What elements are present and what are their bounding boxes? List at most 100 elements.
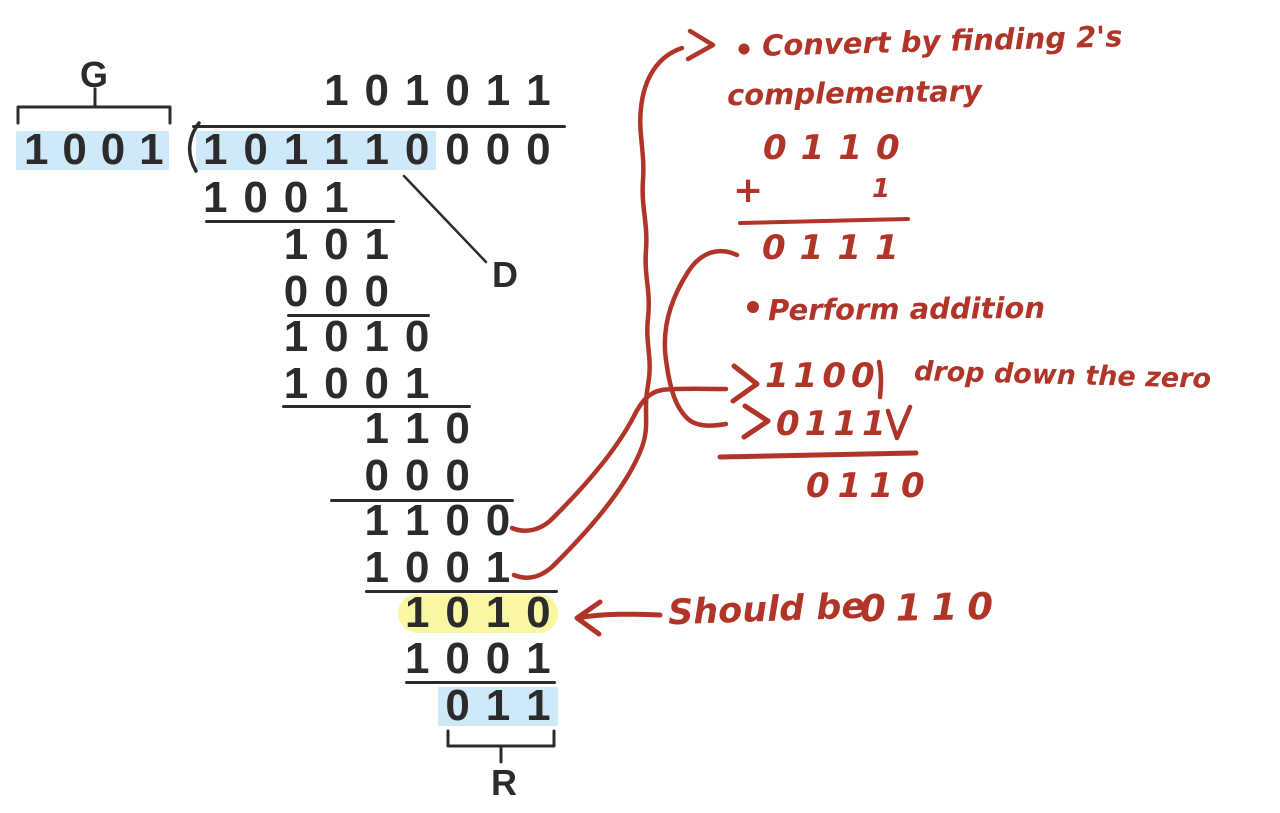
digit: 0	[324, 312, 349, 361]
digit: 1	[324, 125, 349, 174]
division-rule-6	[405, 681, 556, 684]
note-addition-row2: 0111	[776, 404, 891, 444]
digit: 0	[283, 173, 309, 222]
digit: 0	[485, 496, 511, 545]
digit: 0	[404, 543, 430, 592]
remainder-brace	[446, 729, 556, 764]
digit: 0	[445, 681, 470, 730]
digit: 1	[202, 125, 228, 174]
note-should-be-value: 0110	[859, 584, 1004, 631]
digit: 1	[139, 125, 164, 174]
digit: 0	[100, 125, 126, 174]
digit: 1	[404, 359, 430, 408]
digit: 1	[324, 66, 349, 115]
digit: 0	[526, 125, 551, 174]
perform-bullet	[747, 301, 759, 313]
dividend-highlight	[196, 131, 437, 170]
digit: 1	[526, 634, 551, 683]
digit: 1	[526, 681, 551, 730]
generator-label: G	[80, 54, 109, 95]
should-be-left-arrow	[574, 599, 663, 637]
digit: 0	[62, 125, 87, 174]
addition-sum-line	[717, 450, 919, 460]
digit: 1	[485, 681, 511, 730]
dividend-pointer-line	[402, 174, 488, 264]
remainder-label: R	[491, 762, 517, 803]
digit: 0	[485, 125, 511, 174]
division-rule-0	[192, 125, 566, 128]
addition-row2-arrowhead	[741, 403, 771, 440]
divisor-highlight	[16, 131, 169, 170]
complement-sum-line	[738, 217, 910, 225]
connector-1100-to-addition	[509, 386, 729, 533]
digit: 1	[364, 220, 390, 269]
note-drop-zero: drop down the zero	[913, 356, 1212, 395]
digit: 0	[445, 125, 470, 174]
digit: 0	[364, 267, 390, 316]
digit: 0	[324, 267, 349, 316]
digit: 0	[485, 634, 511, 683]
digit: 1	[283, 220, 309, 269]
addition-row1-arrowhead	[730, 363, 760, 404]
digit: 0	[445, 588, 470, 637]
digit: 1	[283, 312, 309, 361]
note-convert-line1: Convert by finding 2's	[761, 19, 1123, 63]
note-convert-line2: complementary	[726, 73, 983, 113]
digit: 1	[202, 173, 228, 222]
digit: 1	[404, 634, 430, 683]
digit: 0	[404, 125, 430, 174]
digit: 0	[283, 267, 309, 316]
convert-arrowhead	[685, 28, 716, 62]
digit: 0	[364, 359, 390, 408]
digit: 1	[283, 125, 309, 174]
digit: 1	[485, 66, 511, 115]
digit: 0	[404, 312, 430, 361]
division-rule-1	[205, 220, 395, 223]
digit: 1	[23, 125, 49, 174]
note-addition-result: 0110	[806, 466, 933, 506]
digit: 0	[243, 125, 268, 174]
digit: 0	[324, 220, 349, 269]
digit: 0	[445, 404, 470, 453]
digit: 0	[404, 451, 430, 500]
division-rule-3	[282, 405, 471, 408]
digit: 0	[445, 543, 470, 592]
digit: 1	[485, 588, 511, 637]
digit: 1	[404, 496, 430, 545]
note-should-be: Should be	[667, 586, 866, 634]
dividend-label: D	[492, 254, 518, 295]
digit: 1	[364, 496, 390, 545]
division-rule-2	[287, 314, 430, 317]
digit: 0	[364, 451, 390, 500]
wrong-remainder-highlight	[398, 594, 558, 633]
connector-0111-to-addition	[662, 248, 740, 428]
note-complement-top: 0110	[763, 128, 914, 168]
digit: 0	[445, 451, 470, 500]
digit: 1	[404, 66, 430, 115]
digit: 0	[526, 588, 551, 637]
note-perform-addition: Perform addition	[767, 290, 1046, 328]
remainder-highlight	[438, 687, 558, 726]
digit: 0	[324, 359, 349, 408]
division-rule-5	[365, 590, 558, 593]
note-complement-result: 0111	[762, 228, 913, 268]
convert-bullet	[738, 43, 750, 55]
digit: 0	[445, 496, 470, 545]
digit: 1	[364, 312, 390, 361]
note-plus-sign: +	[733, 170, 764, 211]
